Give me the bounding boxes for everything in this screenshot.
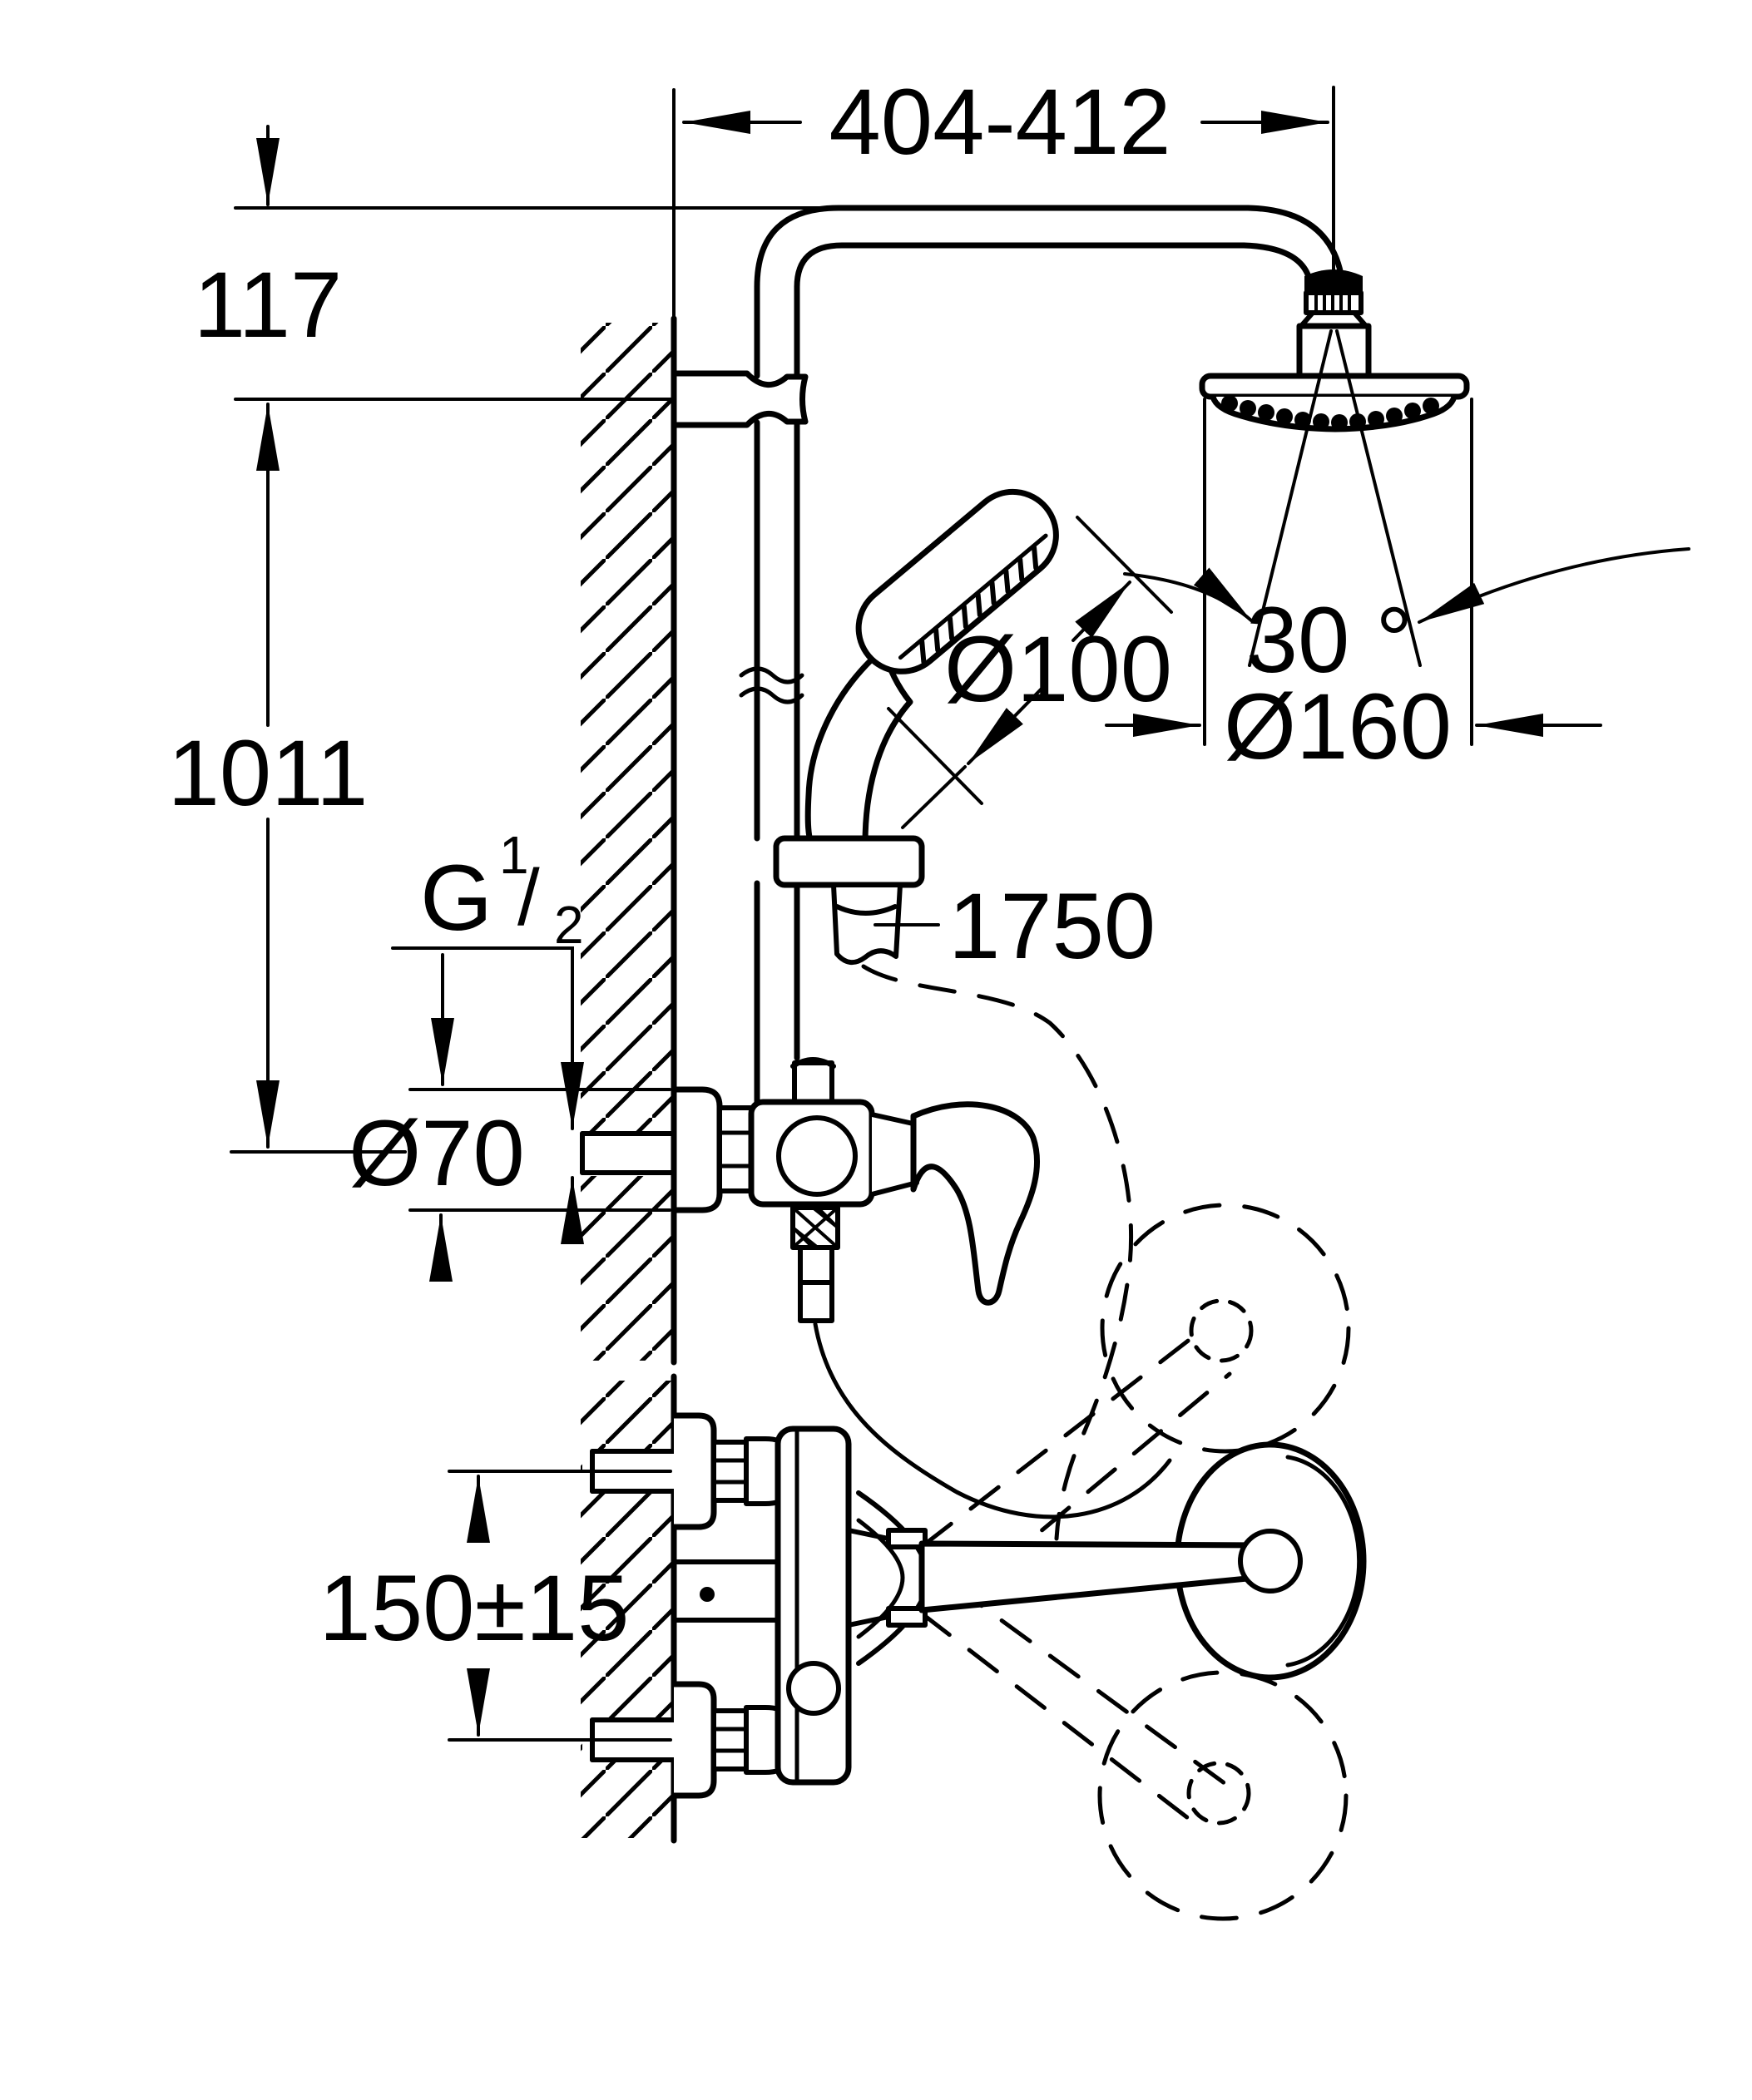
- wall-upper: [580, 88, 677, 1366]
- dim-160-label: Ø160: [1224, 674, 1452, 778]
- hand-shower-holder: [773, 835, 925, 888]
- mixer-rosette: [671, 1086, 723, 1213]
- hand-shower: [773, 488, 1059, 965]
- dimension-head-diameter-angle: Ø160 30 °: [1105, 398, 1690, 778]
- dimension-hand-shower-diameter: Ø100: [887, 516, 1173, 829]
- mixer-body-front: [775, 1426, 852, 1786]
- dim-117-label: 117: [194, 253, 343, 357]
- dim-1011-label: 1011: [168, 721, 369, 825]
- head-shower: [1199, 269, 1470, 667]
- mixer-side-view: [671, 1057, 1041, 1323]
- dimension-connection-spacing: 150±15: [319, 1470, 672, 1742]
- hose-solid: [813, 1322, 1172, 1519]
- dimension-top-width: 404-412: [682, 70, 1335, 291]
- shower-riser-pipe: [671, 205, 1344, 1105]
- spray-nozzles: [1221, 395, 1439, 431]
- mixer-union-nut: [717, 1105, 754, 1193]
- mixer-front-view: [671, 1203, 1367, 1921]
- hand-shower-handle: [804, 645, 913, 847]
- lever-position-upper-dashed: [1100, 1203, 1351, 1454]
- mixer-lever-handle: [910, 1101, 1041, 1306]
- lever-rod-hub: [1238, 1529, 1303, 1594]
- shower-hose: [813, 964, 1172, 1541]
- dimension-rosette-diameter: Ø70: [349, 1088, 671, 1282]
- hose-connector-nut: [831, 882, 903, 965]
- hose-dashed-position: [861, 964, 1134, 1541]
- head-shower-neck: [1296, 323, 1372, 379]
- dim-100-label: Ø100: [944, 617, 1172, 721]
- dim-1750-label: 1750: [948, 874, 1156, 978]
- hand-shower-head: [855, 488, 1059, 674]
- wall-hatch-upper: [581, 323, 672, 1361]
- body-screw-hole: [786, 1661, 841, 1716]
- hand-shower-face-hatch: [919, 545, 1039, 665]
- head-shower-plate: [1199, 373, 1470, 400]
- mixer-ball-joint: [776, 1115, 858, 1197]
- dimension-hose-length: 1750: [874, 874, 1156, 978]
- union-escutcheon-top: [671, 1412, 717, 1530]
- dimension-117-1011: 117 1011: [168, 125, 835, 1154]
- dim-404-412-label: 404-412: [829, 70, 1170, 174]
- wall-bracket: [671, 370, 809, 428]
- dim-150-label: 150±15: [319, 1556, 630, 1660]
- dim-30deg-label: 30 °: [1246, 588, 1413, 692]
- lever-position-lower-dashed: [1097, 1670, 1349, 1921]
- dim-70-label: Ø70: [349, 1101, 525, 1205]
- union-escutcheon-bottom: [671, 1681, 717, 1799]
